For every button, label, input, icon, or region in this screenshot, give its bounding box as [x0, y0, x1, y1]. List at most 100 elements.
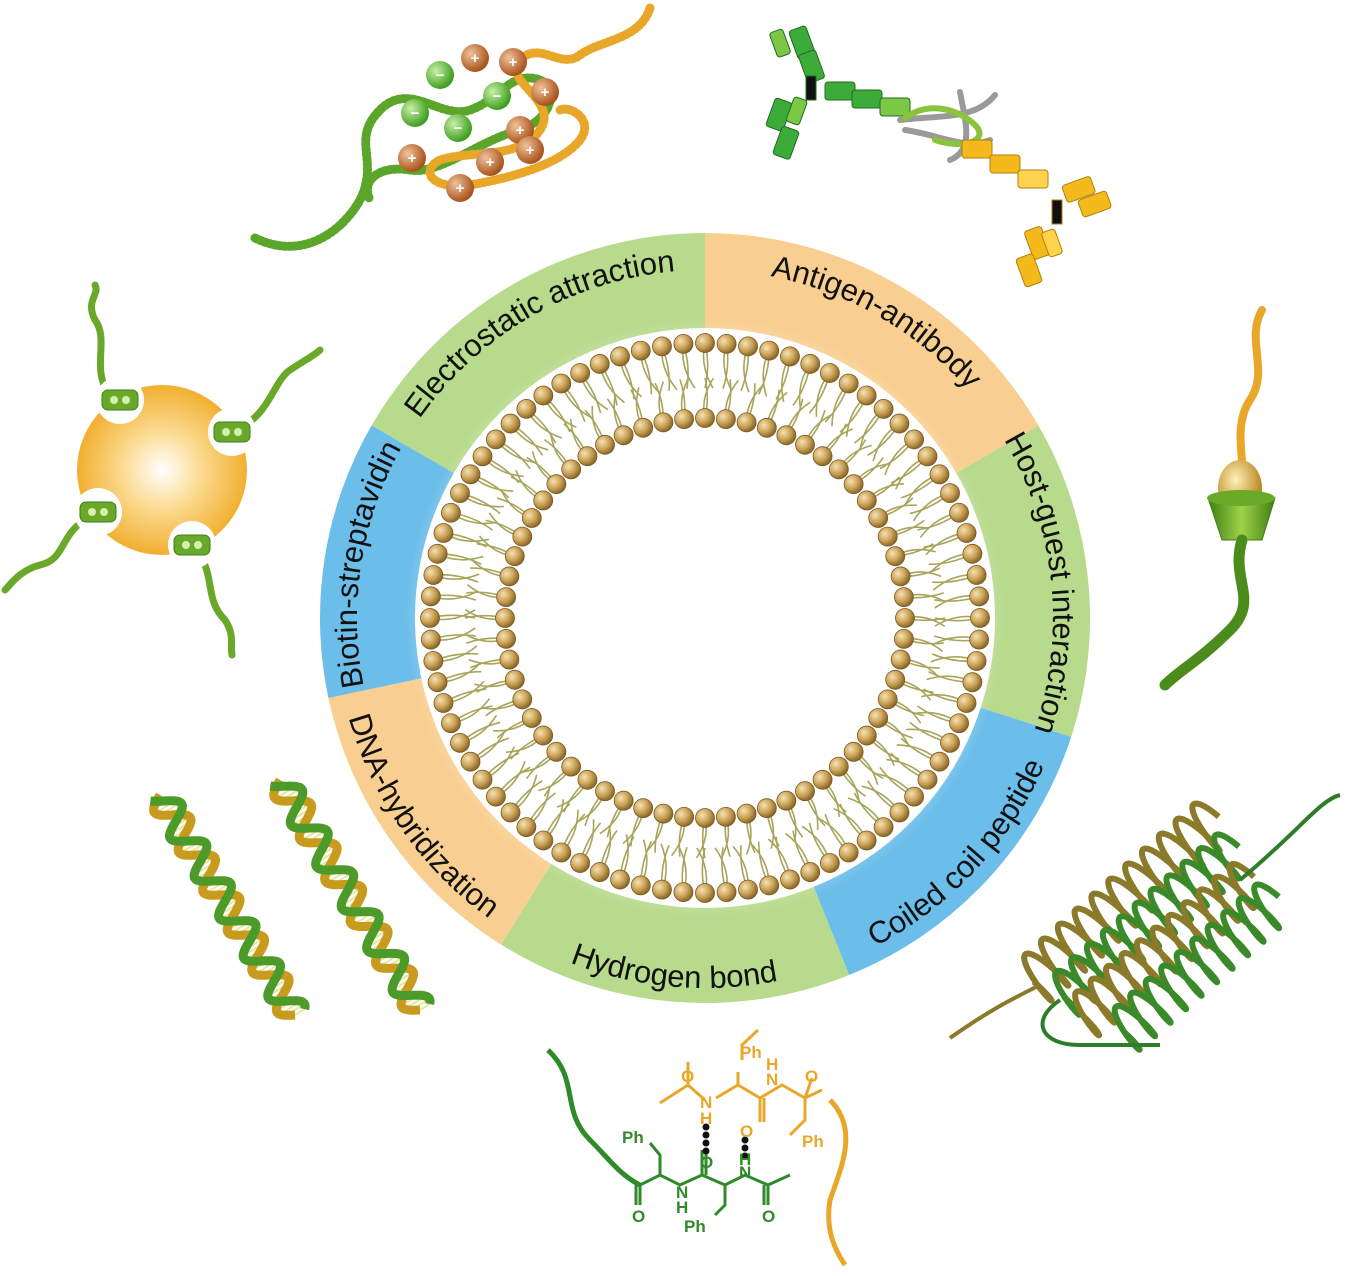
interaction-ring [320, 233, 1090, 1003]
biotin-linker [87, 281, 114, 399]
lipid-head [969, 586, 990, 607]
lipid-head [589, 862, 610, 882]
lipid-head [800, 354, 821, 374]
host-tail [1159, 534, 1250, 691]
lipid-head [633, 798, 654, 819]
lipid-head [516, 398, 537, 419]
dna-strand-green [269, 781, 435, 1005]
dna-hybridization-illustration [149, 777, 435, 1020]
lipid-head [460, 751, 481, 772]
lipid-head [873, 398, 894, 419]
lipid-head [956, 523, 977, 543]
h-bond-dots-2 [741, 1136, 749, 1160]
lipid-head [843, 741, 864, 762]
lipid-head [877, 689, 898, 710]
lipid-head [521, 708, 542, 728]
lipid-head [499, 566, 520, 587]
lipid-head [929, 751, 950, 772]
base-pair [419, 1003, 431, 1011]
lipid-head [940, 483, 960, 504]
minus-sign: − [411, 105, 420, 122]
lipid-head [577, 769, 598, 790]
n-label-green-2: N [739, 1163, 751, 1182]
lipid-head [966, 651, 987, 671]
h-label-orange-2: H [766, 1055, 778, 1074]
lipid-head [776, 425, 797, 446]
o-label-orange-1: O [681, 1067, 694, 1086]
plus-sign: + [486, 154, 495, 171]
lipid-head [780, 869, 800, 890]
ring-inner-center [415, 328, 995, 908]
lipid-head [633, 417, 654, 438]
o-label-orange-3: O [740, 1122, 753, 1141]
lipid-head [427, 672, 448, 693]
lipid-head [472, 446, 493, 467]
lipid-head [812, 769, 833, 790]
alpha-helix [1052, 831, 1242, 1018]
biotin-linker [241, 346, 324, 429]
plus-sign: + [408, 150, 417, 167]
lipid-head [551, 842, 572, 863]
ring-segment [371, 233, 705, 476]
h-label-green-1: H [676, 1198, 688, 1217]
lipid-head [485, 429, 506, 450]
lipid-head [962, 672, 983, 693]
lipid-head [500, 802, 521, 823]
lipid-head [496, 629, 516, 649]
lipid-head [512, 689, 533, 710]
o-label-green-3: O [762, 1207, 775, 1226]
positive-charge-ball [446, 174, 474, 202]
lipid-head [716, 333, 737, 354]
lipid-head [890, 566, 911, 587]
lipid-head [577, 446, 598, 467]
ring-segment [705, 233, 1039, 476]
lipid-head [521, 508, 542, 528]
lipid-head [427, 543, 448, 564]
lipid-head [838, 373, 859, 394]
ring-segment [500, 859, 850, 1003]
green-antibody [765, 25, 911, 160]
biotin-streptavidin-illustration [1, 281, 324, 659]
lipid-head [695, 333, 715, 353]
ring-segment [320, 425, 459, 699]
lipid-head [929, 464, 950, 485]
positive-charge-ball [461, 44, 489, 72]
negative-charge-ball [401, 99, 429, 127]
lipid-head [533, 830, 554, 851]
lipid-head [533, 385, 554, 406]
lipid-head [949, 713, 969, 734]
ph-label-left: Ph [622, 1128, 644, 1147]
lipid-head [551, 373, 572, 394]
lipid-head [561, 756, 582, 777]
lipid-head [472, 769, 493, 790]
lipid-head [894, 587, 914, 607]
plus-sign: + [509, 54, 518, 71]
negative-charge-ball [483, 82, 511, 110]
minus-sign: − [454, 120, 463, 137]
lipid-head [895, 608, 915, 628]
lipid-head [533, 725, 554, 746]
lipid-head [716, 807, 736, 827]
biotin-molecule [213, 421, 251, 443]
base-pair [294, 1008, 306, 1016]
positive-charge-ball [476, 148, 504, 176]
lipid-head [868, 708, 889, 728]
lipid-head [877, 526, 898, 547]
o-label-green-1: O [700, 1153, 713, 1172]
guest-tail [1236, 306, 1266, 464]
lipid-head [595, 434, 615, 455]
lipid-head [504, 546, 525, 567]
lipid-head [516, 817, 537, 838]
lipid-head [889, 802, 910, 823]
biotin-molecule [101, 389, 139, 411]
antigen-antibody-illustration [765, 25, 1112, 288]
lipid-head [595, 781, 615, 802]
lipid-head [610, 346, 630, 367]
lipid-head [819, 853, 840, 873]
o-label-orange-2: O [805, 1067, 818, 1086]
lipid-head [970, 608, 990, 628]
lipid-head [450, 483, 470, 504]
ph-label-right: Ph [802, 1132, 824, 1151]
lipid-head [423, 565, 444, 585]
